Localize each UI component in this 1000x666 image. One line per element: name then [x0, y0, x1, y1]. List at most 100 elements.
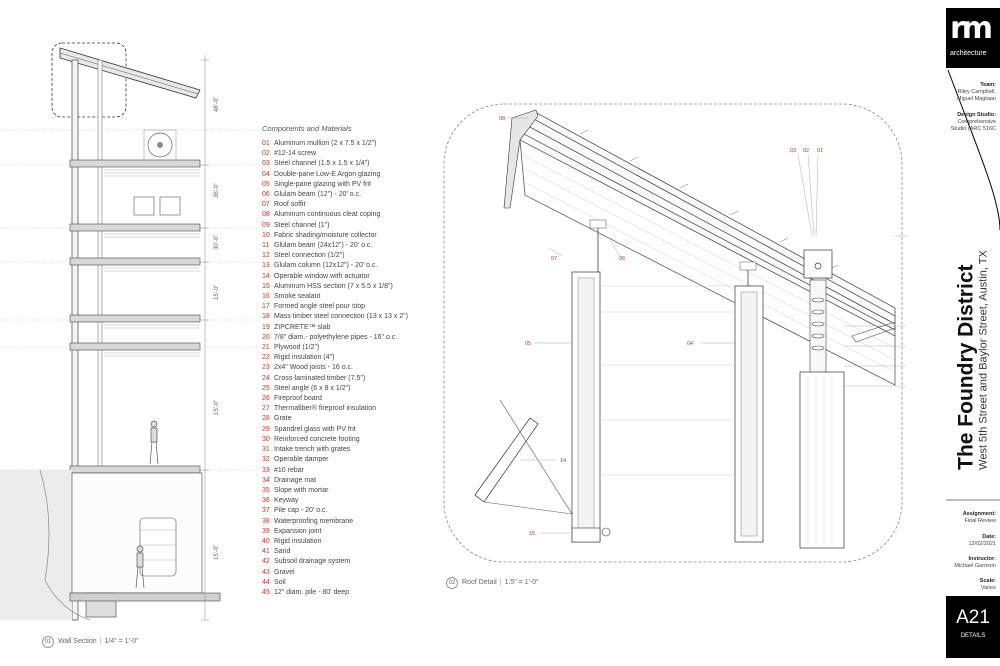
component-text: Roof soffit — [274, 201, 306, 209]
caption-number: 01 — [42, 636, 54, 648]
callout-tag: 06 — [619, 256, 625, 262]
component-text: Waterproofing membrane — [274, 517, 354, 525]
component-number: 26 — [262, 395, 270, 403]
caption-scale: 1.5" = 1'-0" — [504, 579, 539, 586]
logo-mark: rm — [950, 11, 993, 46]
studio-label: Design Studio: — [957, 112, 996, 118]
wall-section-drawing: 48'-0" 36'-0" 30'-0" 15'-0" 15'-0" 15'-0… — [0, 42, 260, 621]
component-text: Reinforced concrete footing — [274, 435, 360, 443]
callout-tag: 01 — [817, 148, 823, 154]
component-number: 43 — [262, 568, 270, 576]
caption-scale: 1/4" = 1'-0" — [104, 638, 139, 645]
component-text: Plywood (1/2") — [274, 344, 320, 352]
component-number: 21 — [262, 344, 270, 352]
dim-label: 15'-0" — [214, 545, 220, 560]
component-item: 21 Plywood (1/2") — [262, 343, 408, 353]
component-text: Steel channel (1.5 x 1.5 x 1/4") — [274, 160, 370, 168]
component-number: 40 — [262, 537, 270, 545]
component-item: 42 Subsoil drainage system — [262, 557, 408, 567]
component-text: Single-pane glazing with PV frit — [274, 180, 371, 188]
callout-tag: 04 — [687, 341, 693, 347]
studio-block: Design Studio: Comprehensive Studio (ARC… — [942, 112, 996, 132]
date-value: 12/02/2021 — [968, 540, 996, 547]
dim-label: 36'-0" — [214, 183, 220, 198]
component-text: Pile cap - 20' o.c. — [274, 507, 328, 515]
component-number: 06 — [262, 191, 270, 199]
scale-value: Varies — [980, 584, 996, 591]
component-text: #12-14 screw — [274, 150, 317, 158]
component-text: Aluminum continuous cleat coping — [274, 211, 381, 219]
title-block-curve — [946, 69, 1000, 501]
project-address: West 5th Street and Baylor Street, Austi… — [977, 250, 990, 470]
component-text: Rigid insulation (4") — [274, 354, 335, 362]
component-number: 17 — [262, 303, 270, 311]
caption-number: 02 — [446, 577, 458, 589]
component-number: 07 — [262, 201, 270, 209]
component-text: Glulam beam (24x12") - 20' o.c. — [274, 242, 373, 250]
sheet-number-block: A21 DETAILS — [946, 596, 1000, 658]
component-number: 01 — [262, 140, 270, 147]
component-text: Spandrel glass with PV frit — [274, 425, 356, 433]
instructor-label: Instructor: — [968, 556, 997, 562]
component-number: 39 — [262, 527, 270, 535]
caption-title: Wall Section — [58, 638, 97, 645]
component-text: Keyway — [274, 497, 299, 505]
component-text: Mass timber steel connection (13 x 13 x … — [274, 313, 408, 321]
title-block: rm architecture Team: Riley Campbell, Mi… — [946, 8, 1000, 658]
date-label: Date: — [982, 534, 996, 540]
component-number: 34 — [262, 476, 270, 484]
team-value: Riley Campbell, Miguel Magtaan — [956, 88, 996, 102]
component-text: Aluminum mullion (2 x 7.5 x 1/2") — [274, 140, 377, 147]
component-item: 45 12" diam. pile - 80' deep — [262, 588, 408, 598]
component-text: Subsoil drainage system — [274, 558, 351, 566]
component-item: 02#12-14 screw — [262, 149, 408, 159]
component-text: Double-pane Low-E Argon glazing — [274, 170, 381, 178]
component-number: 12 — [262, 252, 270, 260]
component-text: #10 rebar — [274, 466, 304, 474]
component-number: 19 — [262, 323, 270, 331]
component-text: 7/8" diam.- polyethylene pipes - 16" o.c… — [274, 333, 398, 341]
callout-tag: 08 — [499, 116, 505, 122]
component-text: 12" diam. pile - 80' deep — [274, 588, 350, 596]
component-number: 15 — [262, 282, 270, 290]
project-title: The Foundry District — [954, 264, 978, 470]
component-number: 35 — [262, 486, 270, 494]
firm-logo: rm architecture — [946, 8, 1000, 68]
components-title: Components and Materials — [262, 124, 352, 133]
component-text: Intake trench with grates — [274, 446, 351, 454]
component-number: 32 — [262, 456, 270, 464]
component-number: 42 — [262, 558, 270, 566]
dim-label: 30'-0" — [214, 235, 220, 250]
team-block: Team: Riley Campbell, Miguel Magtaan — [942, 82, 996, 102]
sheet-number: A21 — [956, 607, 990, 628]
component-text: Cross-laminated timber (7.5") — [274, 374, 366, 382]
component-number: 45 — [262, 588, 270, 596]
project-title-block: The Foundry District West 5th Street and… — [950, 236, 996, 484]
assignment-value: Final Review — [964, 517, 996, 524]
sheet-title: DETAILS — [960, 633, 986, 639]
component-text: Expansion joint — [274, 527, 322, 535]
scale-label: Scale: — [979, 578, 996, 584]
dim-label: 15'-0" — [214, 285, 220, 300]
component-text: Grate — [274, 415, 292, 423]
scale-block: Scale: Varies — [942, 578, 996, 592]
component-text: Formed angle steel pour stop — [274, 303, 366, 311]
component-text: Glulam beam (12") - 20' o.c. — [274, 191, 362, 199]
component-number: 22 — [262, 354, 270, 362]
